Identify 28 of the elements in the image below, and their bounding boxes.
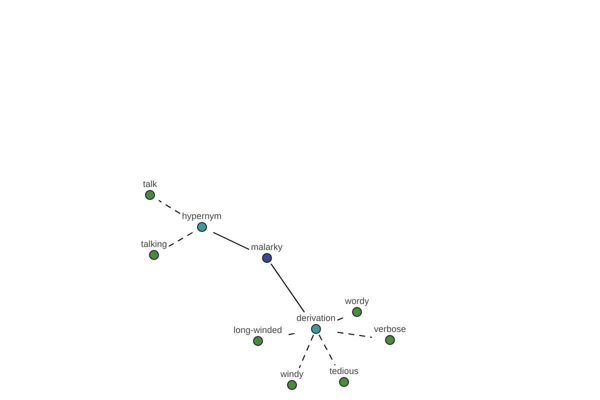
graph-node bbox=[181, 211, 223, 232]
node-label: malarky bbox=[250, 242, 284, 252]
dashed-connector bbox=[336, 316, 345, 321]
dashed-connector bbox=[318, 334, 336, 366]
graph-node bbox=[280, 369, 305, 390]
node-label: tedious bbox=[328, 366, 360, 376]
node-label: verbose bbox=[373, 324, 408, 334]
connector bbox=[270, 263, 305, 313]
connector bbox=[212, 232, 250, 250]
graph-node bbox=[142, 179, 158, 200]
graph-node bbox=[373, 324, 408, 345]
node-label: wordy bbox=[344, 296, 370, 306]
graph-node bbox=[232, 325, 284, 346]
node-label: talking bbox=[140, 239, 168, 249]
node-label: hypernym bbox=[181, 211, 223, 221]
node-label: talk bbox=[142, 179, 158, 189]
node-label: long-winded bbox=[232, 325, 284, 335]
node-label: windy bbox=[280, 369, 305, 379]
graph-node bbox=[344, 296, 370, 317]
node-label: derivation bbox=[296, 313, 337, 323]
dashed-connector bbox=[298, 334, 314, 369]
graph-node bbox=[250, 242, 284, 263]
dashed-connector bbox=[337, 332, 372, 338]
dashed-connector bbox=[168, 232, 194, 247]
graph-node bbox=[328, 366, 360, 387]
graph-node bbox=[296, 313, 337, 334]
dashed-connector bbox=[158, 200, 181, 214]
graph-node bbox=[140, 239, 168, 260]
